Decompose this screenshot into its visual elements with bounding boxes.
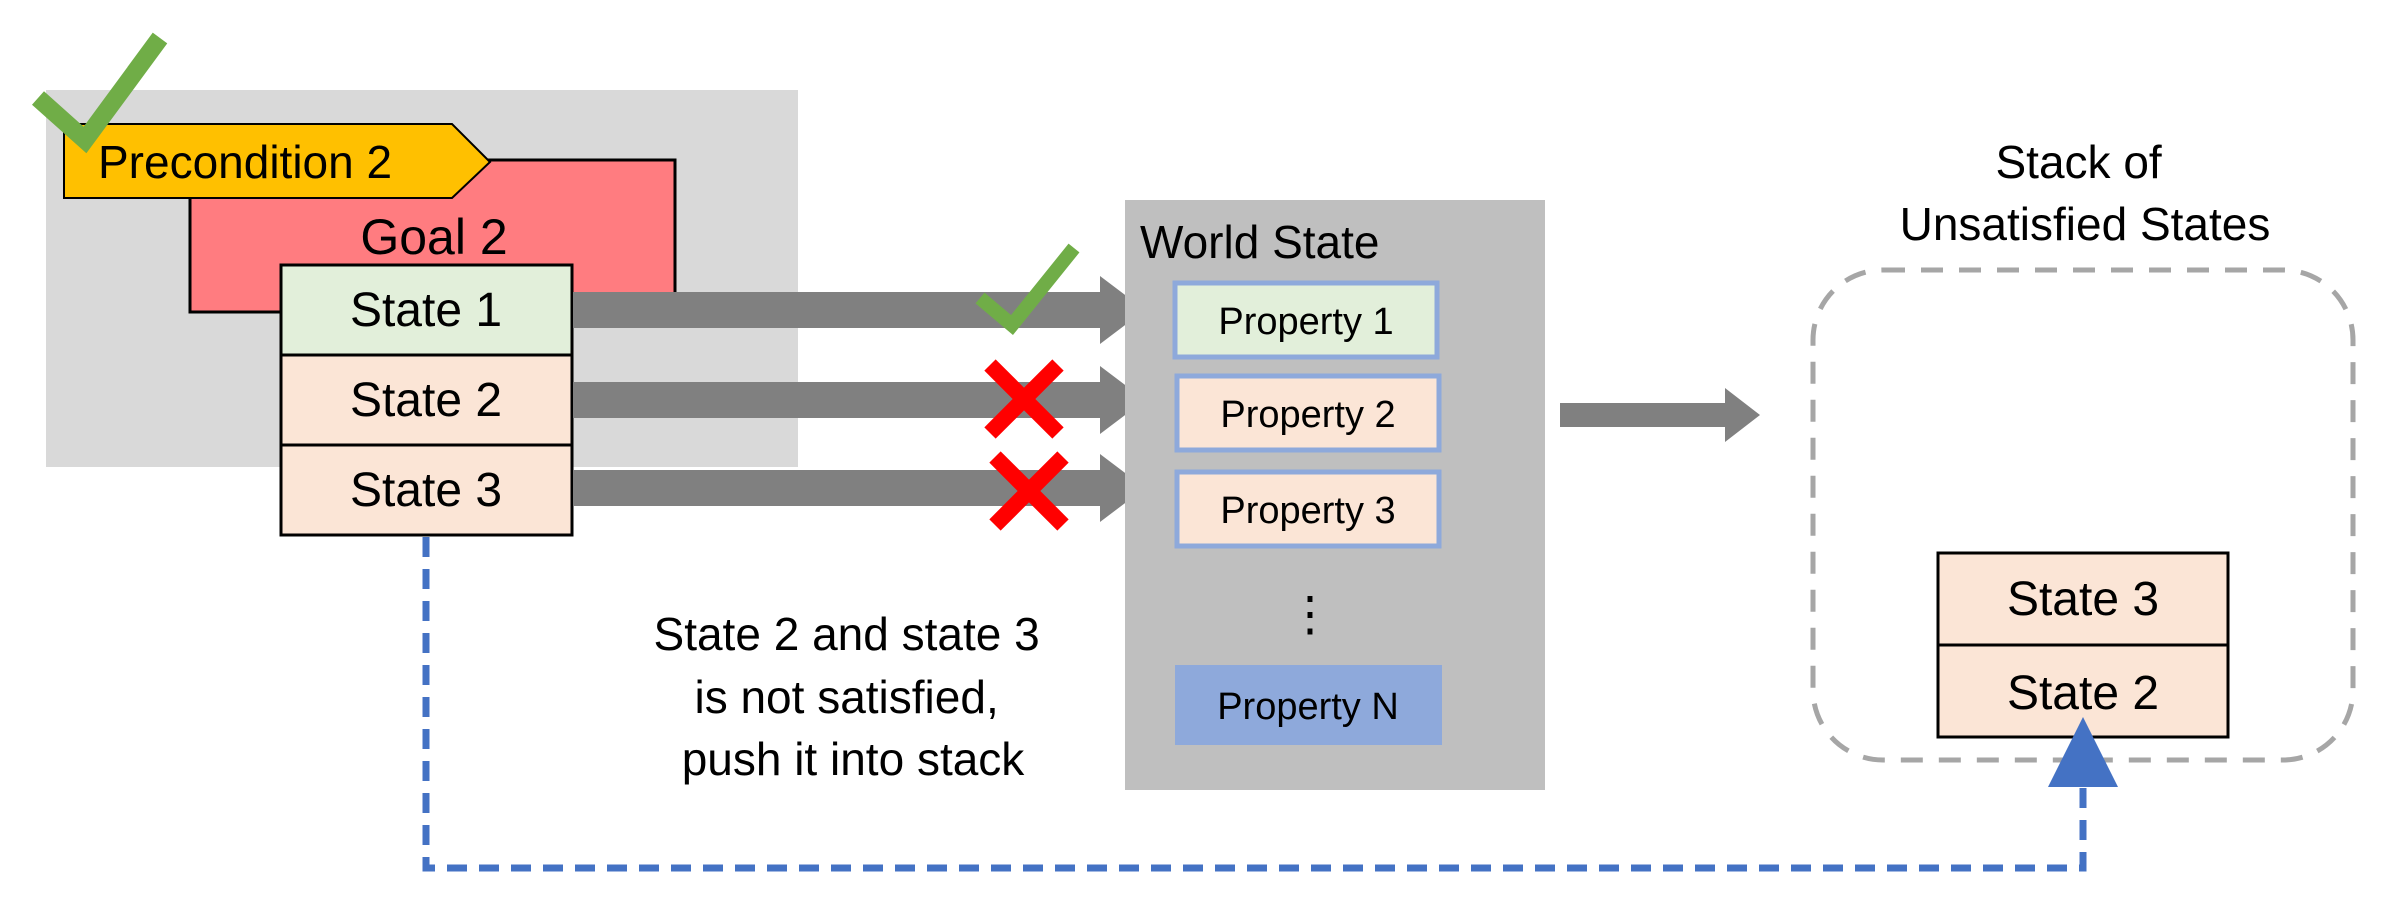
property-box-1	[1172, 280, 1440, 360]
property-box-3	[1174, 469, 1442, 549]
property-label-2: Property 2	[1220, 394, 1395, 436]
state-box-2	[279, 353, 574, 447]
stack-title: Stack of Unsatisfied States	[1900, 136, 2271, 250]
push-to-stack-link	[422, 537, 2118, 872]
stack-item-label-1: State 3	[2007, 573, 2159, 626]
state-1-to-property-1-arrow	[573, 276, 1145, 344]
property-label-n: Property N	[1217, 686, 1399, 728]
stack-item-1	[1936, 551, 2230, 647]
precondition-tag	[63, 123, 492, 199]
caption: State 2 and state 3 is not satisfied, pu…	[654, 608, 1053, 785]
world-state-to-stack-arrow	[1560, 388, 1760, 442]
stack-title-line-1: Stack of	[1996, 136, 2162, 188]
caption-line-3: push it into stack	[682, 733, 1026, 785]
caption-line-1: State 2 and state 3	[654, 608, 1040, 660]
state-label-3: State 3	[350, 464, 502, 517]
property-label-3: Property 3	[1220, 490, 1395, 532]
stack-title-line-2: Unsatisfied States	[1900, 198, 2271, 250]
state-3-cross-icon	[989, 451, 1069, 531]
world-state-title: World State	[1140, 216, 1379, 268]
precondition-label: Precondition 2	[98, 136, 392, 188]
goal-label: Goal 2	[360, 209, 507, 265]
property-box-2	[1174, 373, 1442, 453]
state-label-2: State 2	[350, 374, 502, 427]
stack-container	[1810, 267, 2356, 763]
property-box-n	[1175, 665, 1442, 745]
state-1-check-icon	[975, 243, 1080, 335]
precondition-check-icon	[32, 32, 168, 154]
state-label-1: State 1	[350, 284, 502, 337]
caption-line-2: is not satisfied,	[694, 671, 998, 723]
state-2-cross-icon	[984, 359, 1064, 439]
properties-ellipsis: ⋮	[1286, 588, 1334, 641]
stack-item-label-2: State 2	[2007, 667, 2159, 720]
property-label-1: Property 1	[1218, 301, 1393, 343]
state-box-3	[279, 443, 574, 537]
state-box-1	[279, 263, 574, 357]
